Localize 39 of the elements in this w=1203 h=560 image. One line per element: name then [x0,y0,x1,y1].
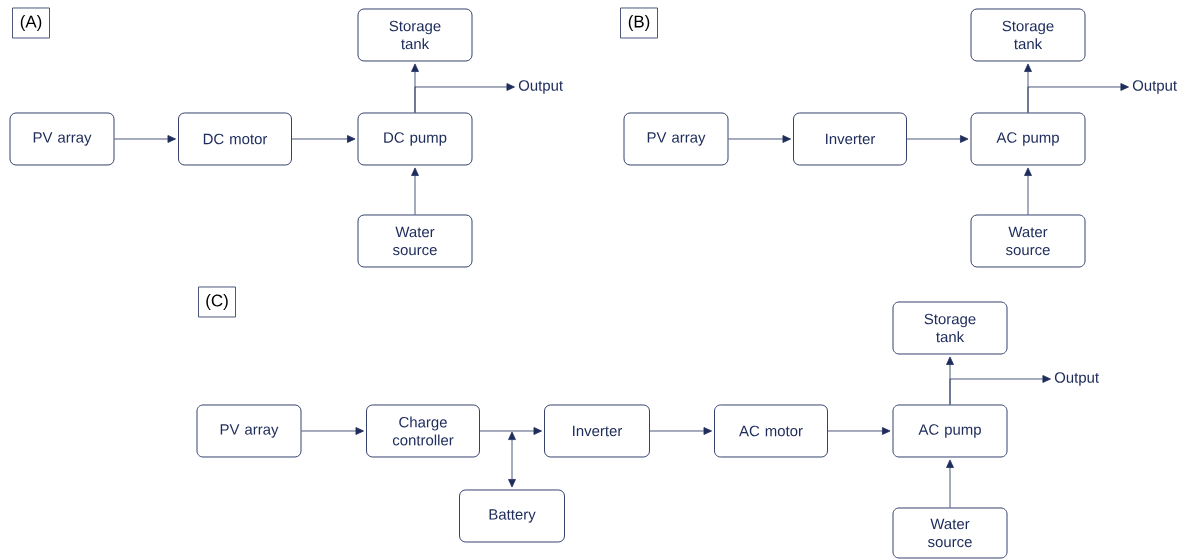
arrow [949,375,1051,405]
arrow [291,135,356,143]
arrow [946,459,954,508]
process-box: PV array [623,112,729,166]
process-box: Battery [459,489,565,543]
process-box: PV array [196,404,302,458]
arrow [414,83,515,113]
process-box: Storage tank [970,8,1086,62]
process-box: Charge controller [366,404,480,458]
process-box: Inverter [793,112,907,166]
process-box: Water source [357,214,473,268]
output-label: Output [1132,80,1177,94]
output-label: Output [518,80,563,94]
arrow [114,135,176,143]
process-box: AC motor [714,404,828,458]
arrow [479,427,542,435]
process-box: Storage tank [357,8,473,62]
arrow [728,135,791,143]
process-box: Inverter [544,404,650,458]
process-box: AC pump [970,112,1086,166]
arrow [1024,167,1032,215]
output-label: Output [1054,372,1099,386]
arrow [411,167,419,215]
process-box: AC pump [892,404,1008,458]
panel-label: (B) [620,7,658,39]
arrow [508,431,516,488]
process-box: Water source [892,507,1008,559]
arrow [906,135,969,143]
process-box: DC pump [357,112,473,166]
arrow [649,427,712,435]
panel-label: (C) [198,286,236,318]
process-box: DC motor [178,112,292,166]
arrow [827,427,891,435]
process-box: Storage tank [892,301,1008,355]
arrow [301,427,364,435]
panel-label: (A) [12,7,50,39]
process-box: Water source [970,214,1086,268]
process-box: PV array [9,112,115,166]
arrow [1027,83,1129,113]
